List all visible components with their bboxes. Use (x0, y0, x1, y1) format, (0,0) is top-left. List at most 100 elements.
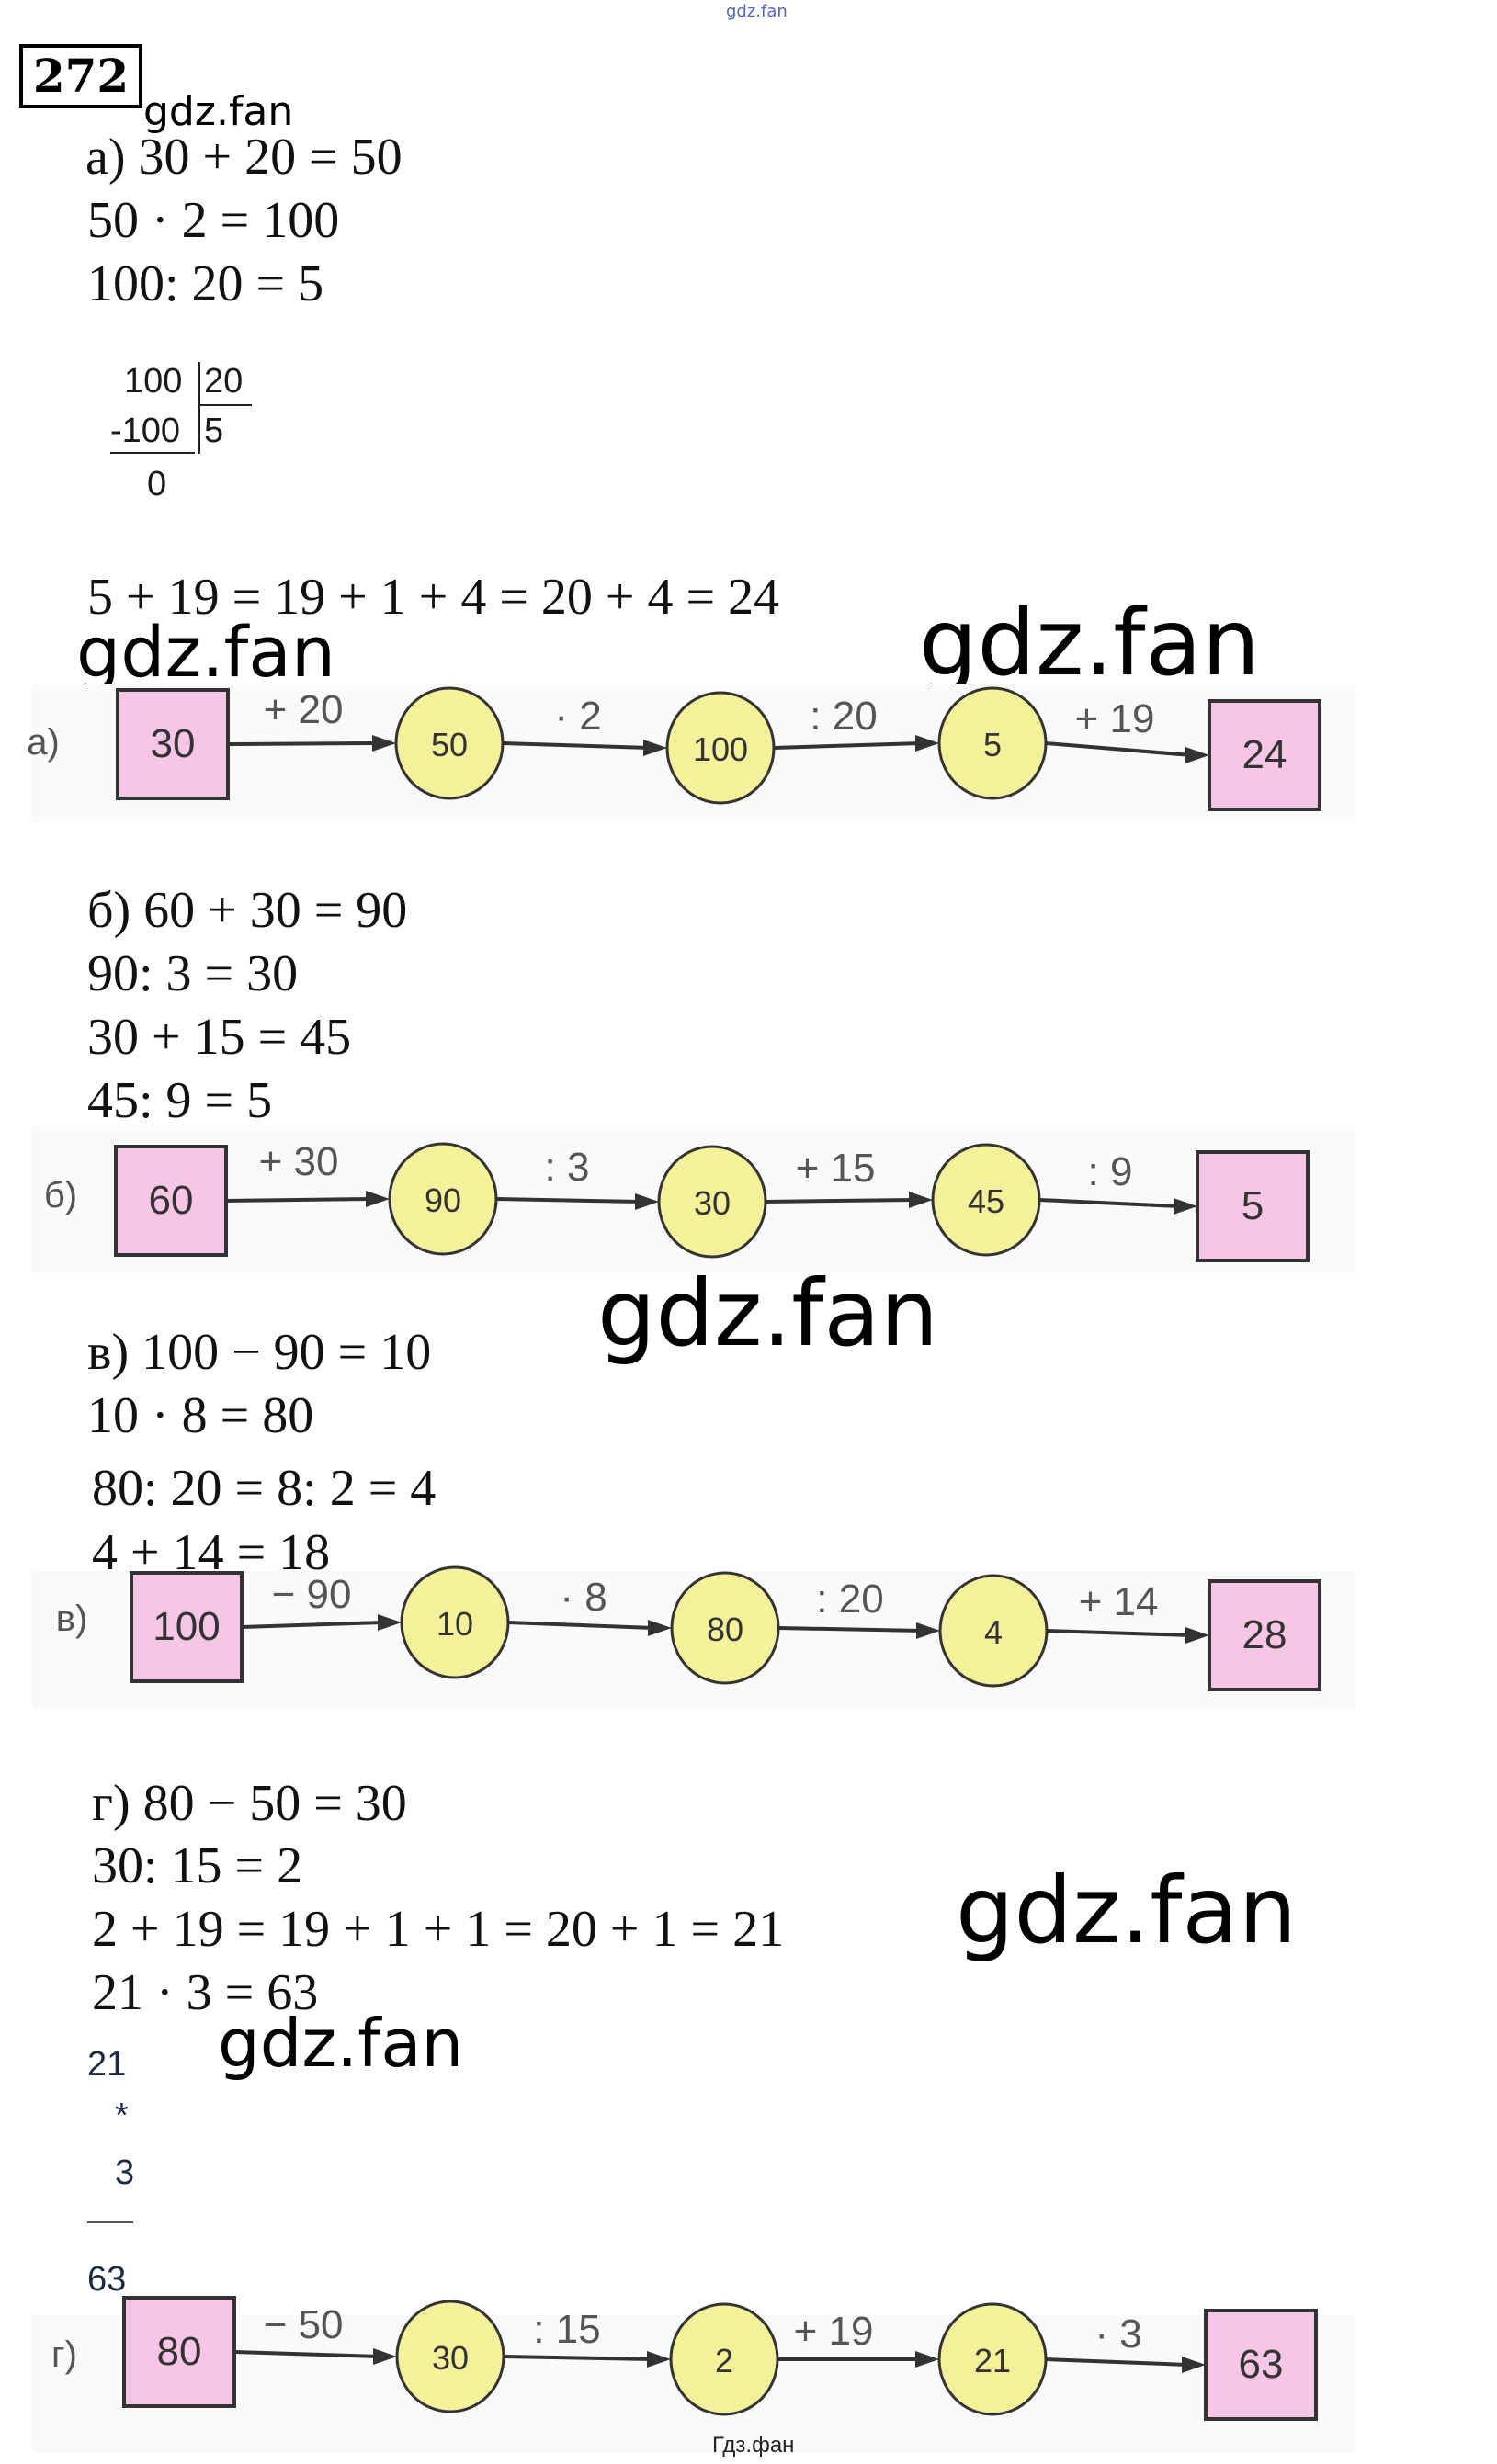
equation-line: 50 · 2 = 100 (87, 192, 340, 249)
watermark: gdz.fan (956, 1857, 1298, 1964)
division-subtract: -100 (110, 412, 181, 450)
square-node (114, 1145, 228, 1257)
arrow-line (765, 1198, 915, 1204)
diagram-label: г) (51, 2334, 77, 2375)
column-result: 63 (87, 2260, 127, 2299)
node-value: 100 (153, 1604, 220, 1649)
node-value: 2 (715, 2342, 733, 2379)
watermark: gdz.fan (597, 1260, 939, 1367)
circle-node (937, 686, 1048, 800)
circle-node (937, 2302, 1048, 2416)
circle-node (395, 2300, 505, 2413)
circle-node (665, 691, 776, 805)
circle-node (388, 1142, 498, 1256)
operation-label: : 3 (545, 1145, 590, 1190)
node-value: 5 (1242, 1183, 1264, 1228)
watermark: gdz.fan (218, 2005, 464, 2082)
division-remainder: 0 (147, 465, 167, 503)
node-value: 50 (431, 726, 468, 763)
arrow-head (1185, 747, 1209, 763)
circle-node (400, 1565, 510, 1679)
circle-node (938, 1574, 1049, 1688)
problem-number: 272 (19, 44, 142, 108)
operation-label: : 20 (816, 1577, 883, 1622)
arrow-line (502, 741, 650, 750)
circle-node (670, 1571, 780, 1685)
watermark: gdz.fan (919, 589, 1261, 696)
arrow-head (647, 2351, 671, 2368)
equation-line: 4 + 14 = 18 (92, 1524, 331, 1581)
operation-label: · 8 (560, 1575, 607, 1620)
column-line (87, 2221, 133, 2223)
division-dividend: 100 (124, 362, 183, 401)
node-value: 28 (1242, 1612, 1287, 1657)
equation-line: 30: 15 = 2 (92, 1837, 303, 1894)
operation-label: · 2 (554, 694, 601, 739)
node-value: 80 (707, 1611, 743, 1648)
node-value: 30 (151, 721, 196, 766)
equation-line: 2 + 19 = 19 + 1 + 1 = 20 + 1 = 21 (92, 1901, 785, 1958)
arrow-head (909, 1192, 933, 1208)
operation-label: : 15 (533, 2307, 600, 2352)
arrow-head (648, 1620, 672, 1636)
equation-line: б) 60 + 30 = 90 (87, 882, 408, 939)
division-line (198, 404, 252, 406)
arrow-line (503, 2355, 653, 2361)
square-node (122, 2296, 236, 2408)
operation-label: : 20 (810, 694, 877, 739)
equation-line: 100: 20 = 5 (87, 255, 324, 312)
division-divisor: 20 (204, 362, 244, 401)
circle-node (657, 1145, 767, 1259)
arrow-line (241, 1621, 384, 1629)
arrow-line (777, 1626, 923, 1633)
node-value: 45 (968, 1182, 1004, 1220)
operation-label: + 30 (259, 1139, 339, 1184)
arrow-line (507, 1621, 654, 1630)
arrow-head (1182, 2357, 1206, 2373)
column-operator: * (115, 2097, 129, 2135)
node-value: 63 (1239, 2342, 1284, 2387)
node-value: 5 (983, 726, 1002, 763)
arrow-line (1045, 2357, 1188, 2367)
node-value: 30 (432, 2339, 469, 2377)
footer-caption: Гдз.фан (712, 2433, 795, 2458)
equation-line: 30 + 15 = 45 (87, 1009, 352, 1066)
diagram-label: б) (44, 1175, 77, 1215)
arrow-head (366, 1191, 390, 1207)
node-value: 10 (437, 1605, 473, 1643)
arrow-line (225, 1197, 372, 1203)
division-quotient: 5 (204, 412, 224, 450)
equation-line: 10 · 8 = 80 (87, 1387, 314, 1444)
node-value: 30 (694, 1184, 731, 1222)
operation-label: − 90 (272, 1572, 352, 1617)
circle-node (931, 1143, 1041, 1257)
circle-node (669, 2302, 779, 2416)
equation-line: 5 + 19 = 19 + 1 + 4 = 20 + 4 = 24 (87, 569, 780, 626)
arrow-head (372, 735, 396, 752)
operation-label: · 3 (1094, 2311, 1141, 2357)
node-value: 4 (984, 1613, 1003, 1651)
square-node (1208, 699, 1321, 811)
diagram-label: а) (27, 722, 60, 763)
operation-label: + 19 (794, 2309, 874, 2354)
arrow-line (227, 741, 379, 746)
arrow-head (373, 2348, 397, 2365)
operation-label: + 15 (796, 1146, 876, 1191)
node-value: 60 (149, 1178, 194, 1223)
division-underline (110, 452, 195, 454)
arrow-head (643, 740, 667, 756)
column-operand-b: 3 (115, 2153, 135, 2192)
equation-line: в) 100 − 90 = 10 (87, 1324, 432, 1381)
arrow-head (635, 1193, 659, 1210)
node-value: 90 (425, 1181, 461, 1219)
arrow-line (233, 2350, 380, 2358)
arrow-head (916, 1622, 940, 1639)
operation-label: : 9 (1088, 1149, 1133, 1194)
equation-line: 45: 9 = 5 (87, 1072, 273, 1129)
operation-label: − 50 (264, 2302, 344, 2347)
arrow-head (378, 1614, 402, 1631)
square-node (116, 688, 230, 800)
square-node (130, 1571, 244, 1683)
node-value: 21 (974, 2342, 1011, 2379)
column-operand-a: 21 (87, 2045, 127, 2084)
